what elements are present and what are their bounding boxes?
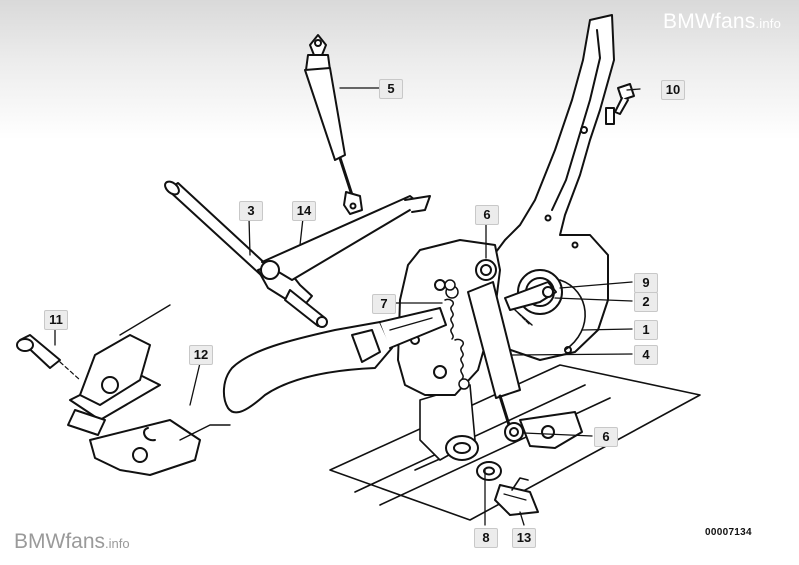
connecting-bar (260, 195, 431, 281)
bolt-13 (494, 477, 539, 516)
part-label-13: 13 (512, 528, 536, 548)
lever-arm (504, 281, 557, 326)
release-handle (222, 307, 447, 414)
diagram-code: 00007134 (705, 527, 752, 538)
upper-gas-spring (304, 34, 363, 215)
watermark-bottom: BMWfans.info (14, 530, 130, 554)
part-label-9: 9 (634, 273, 658, 293)
part-label-11: 11 (44, 310, 68, 330)
linkage-rod (164, 180, 328, 328)
mounting-bracket (397, 239, 501, 396)
part-label-5: 5 (379, 79, 403, 99)
leader-lines (54, 87, 641, 526)
watermark-top: BMWfans.info (663, 10, 781, 34)
watermark-top-suffix: .info (755, 16, 781, 31)
bolt-10 (614, 83, 635, 115)
part-label-6-top: 6 (475, 205, 499, 225)
part-label-3: 3 (239, 201, 263, 221)
watermark-bottom-brand: BMWfans (14, 530, 106, 553)
part-label-10: 10 (661, 80, 685, 100)
watermark-top-brand: BMWfans (663, 10, 756, 33)
backrest-hinge-plate (484, 14, 615, 361)
part-label-8: 8 (474, 528, 498, 548)
watermark-bottom-suffix: .info (105, 536, 130, 551)
lower-right-bracket (519, 411, 583, 449)
part-label-2: 2 (634, 292, 658, 312)
detail-inset (16, 304, 231, 476)
gas-spring-strut (467, 259, 524, 442)
part-label-12: 12 (189, 345, 213, 365)
part-label-1: 1 (634, 320, 658, 340)
part-label-7: 7 (372, 294, 396, 314)
tension-springs (444, 279, 470, 390)
part-label-4: 4 (634, 345, 658, 365)
part-label-14: 14 (292, 201, 316, 221)
part-label-6-bottom: 6 (594, 427, 618, 447)
washer-8 (445, 435, 502, 481)
